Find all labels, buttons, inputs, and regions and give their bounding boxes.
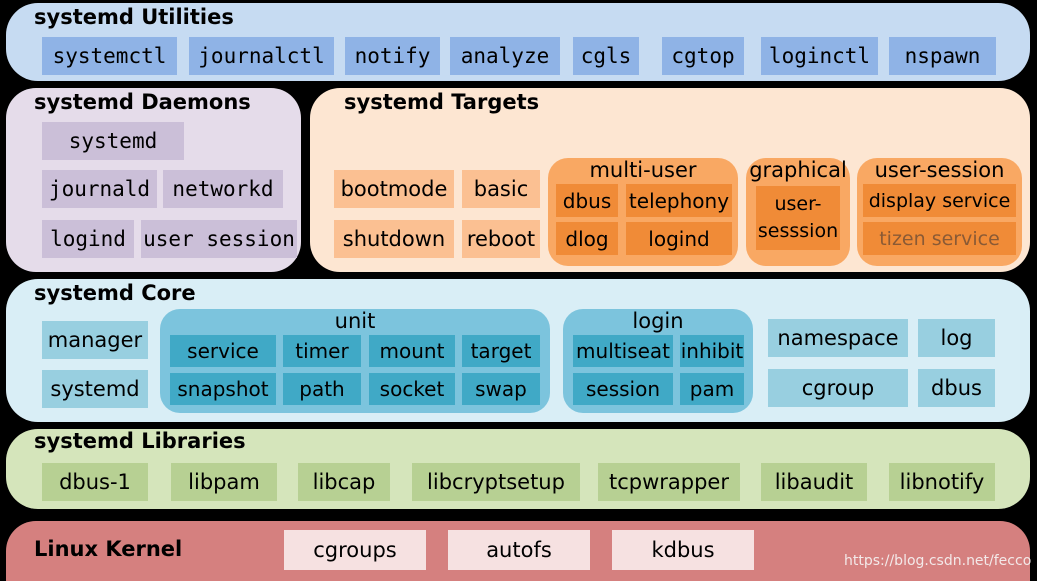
multi-user-telephony: telephony [626,184,732,217]
unit-snapshot: snapshot [170,373,276,405]
daemons-title: systemd Daemons [34,90,251,114]
daemon-journald: journald [42,170,157,208]
multi-user-title: multi-user [589,158,697,182]
unit-group: unit service timer mount target snapshot… [160,309,550,413]
unit-swap: swap [462,373,540,405]
target-shutdown: shutdown [334,220,454,258]
utility-nspawn: nspawn [889,37,996,75]
targets-title: systemd Targets [344,90,540,114]
user-session-display-service: display service [863,184,1016,217]
utility-cgtop: cgtop [662,37,744,75]
multi-user-logind: logind [626,222,732,255]
utility-analyze: analyze [450,37,560,75]
graphical-user-session: user- sesssion [756,186,840,250]
graphical-title: graphical [749,158,847,182]
login-multiseat: multiseat [573,335,673,367]
multi-user-dbus: dbus [556,184,618,217]
unit-title: unit [334,309,376,333]
utility-loginctl: loginctl [761,37,878,75]
targets-layer: systemd Targets bootmode basic shutdown … [310,88,1030,272]
login-group: login multiseat inhibit session pam [563,309,753,413]
user-session-group: user-session display service tizen servi… [857,158,1022,266]
unit-mount: mount [369,335,455,367]
target-basic: basic [462,170,540,208]
daemon-user-session: user session [141,220,297,258]
watermark: https://blog.csdn.net/fecco [844,553,1032,569]
library-libpam: libpam [171,463,277,501]
library-libnotify: libnotify [889,463,995,501]
libraries-layer: systemd Libraries dbus-1 libpam libcap l… [6,429,1030,509]
utilities-layer: systemd Utilities systemctl journalctl n… [6,3,1030,81]
library-tcpwrapper: tcpwrapper [598,463,740,501]
login-pam: pam [680,373,744,405]
core-manager: manager [42,321,148,359]
core-cgroup: cgroup [768,369,908,407]
login-title: login [632,309,684,333]
core-dbus: dbus [918,369,995,407]
library-libaudit: libaudit [761,463,867,501]
target-reboot: reboot [462,220,540,258]
utility-cgls: cgls [573,37,639,75]
core-namespace: namespace [768,319,908,357]
target-bootmode: bootmode [334,170,454,208]
library-libcryptsetup: libcryptsetup [412,463,580,501]
daemons-layer: systemd Daemons systemd journald network… [6,88,301,272]
unit-service: service [170,335,276,367]
core-log: log [918,319,995,357]
unit-target: target [462,335,540,367]
utility-journalctl: journalctl [189,37,334,75]
kernel-kdbus: kdbus [612,530,754,570]
daemon-networkd: networkd [163,170,283,208]
login-inhibit: inhibit [680,335,744,367]
core-title: systemd Core [34,281,196,305]
user-session-title: user-session [874,158,1005,182]
libraries-title: systemd Libraries [34,429,246,453]
unit-timer: timer [283,335,361,367]
core-systemd: systemd [42,370,148,408]
unit-socket: socket [369,373,455,405]
multi-user-dlog: dlog [556,222,618,255]
unit-path: path [283,373,361,405]
user-session-tizen-service: tizen service [863,222,1016,255]
login-session: session [573,373,673,405]
kernel-autofs: autofs [448,530,590,570]
kernel-cgroups: cgroups [284,530,426,570]
utility-systemctl: systemctl [42,37,177,75]
kernel-title: Linux Kernel [34,537,183,561]
utility-notify: notify [345,37,440,75]
daemon-systemd: systemd [42,122,184,160]
library-libcap: libcap [298,463,390,501]
library-dbus-1: dbus-1 [42,463,148,501]
utilities-title: systemd Utilities [34,5,234,29]
multi-user-group: multi-user dbus telephony dlog logind [548,158,738,266]
graphical-group: graphical user- sesssion [746,158,850,266]
core-layer: systemd Core manager systemd unit servic… [6,279,1030,422]
daemon-logind: logind [42,220,134,258]
kernel-layer: Linux Kernel cgroups autofs kdbus https:… [6,521,1032,581]
